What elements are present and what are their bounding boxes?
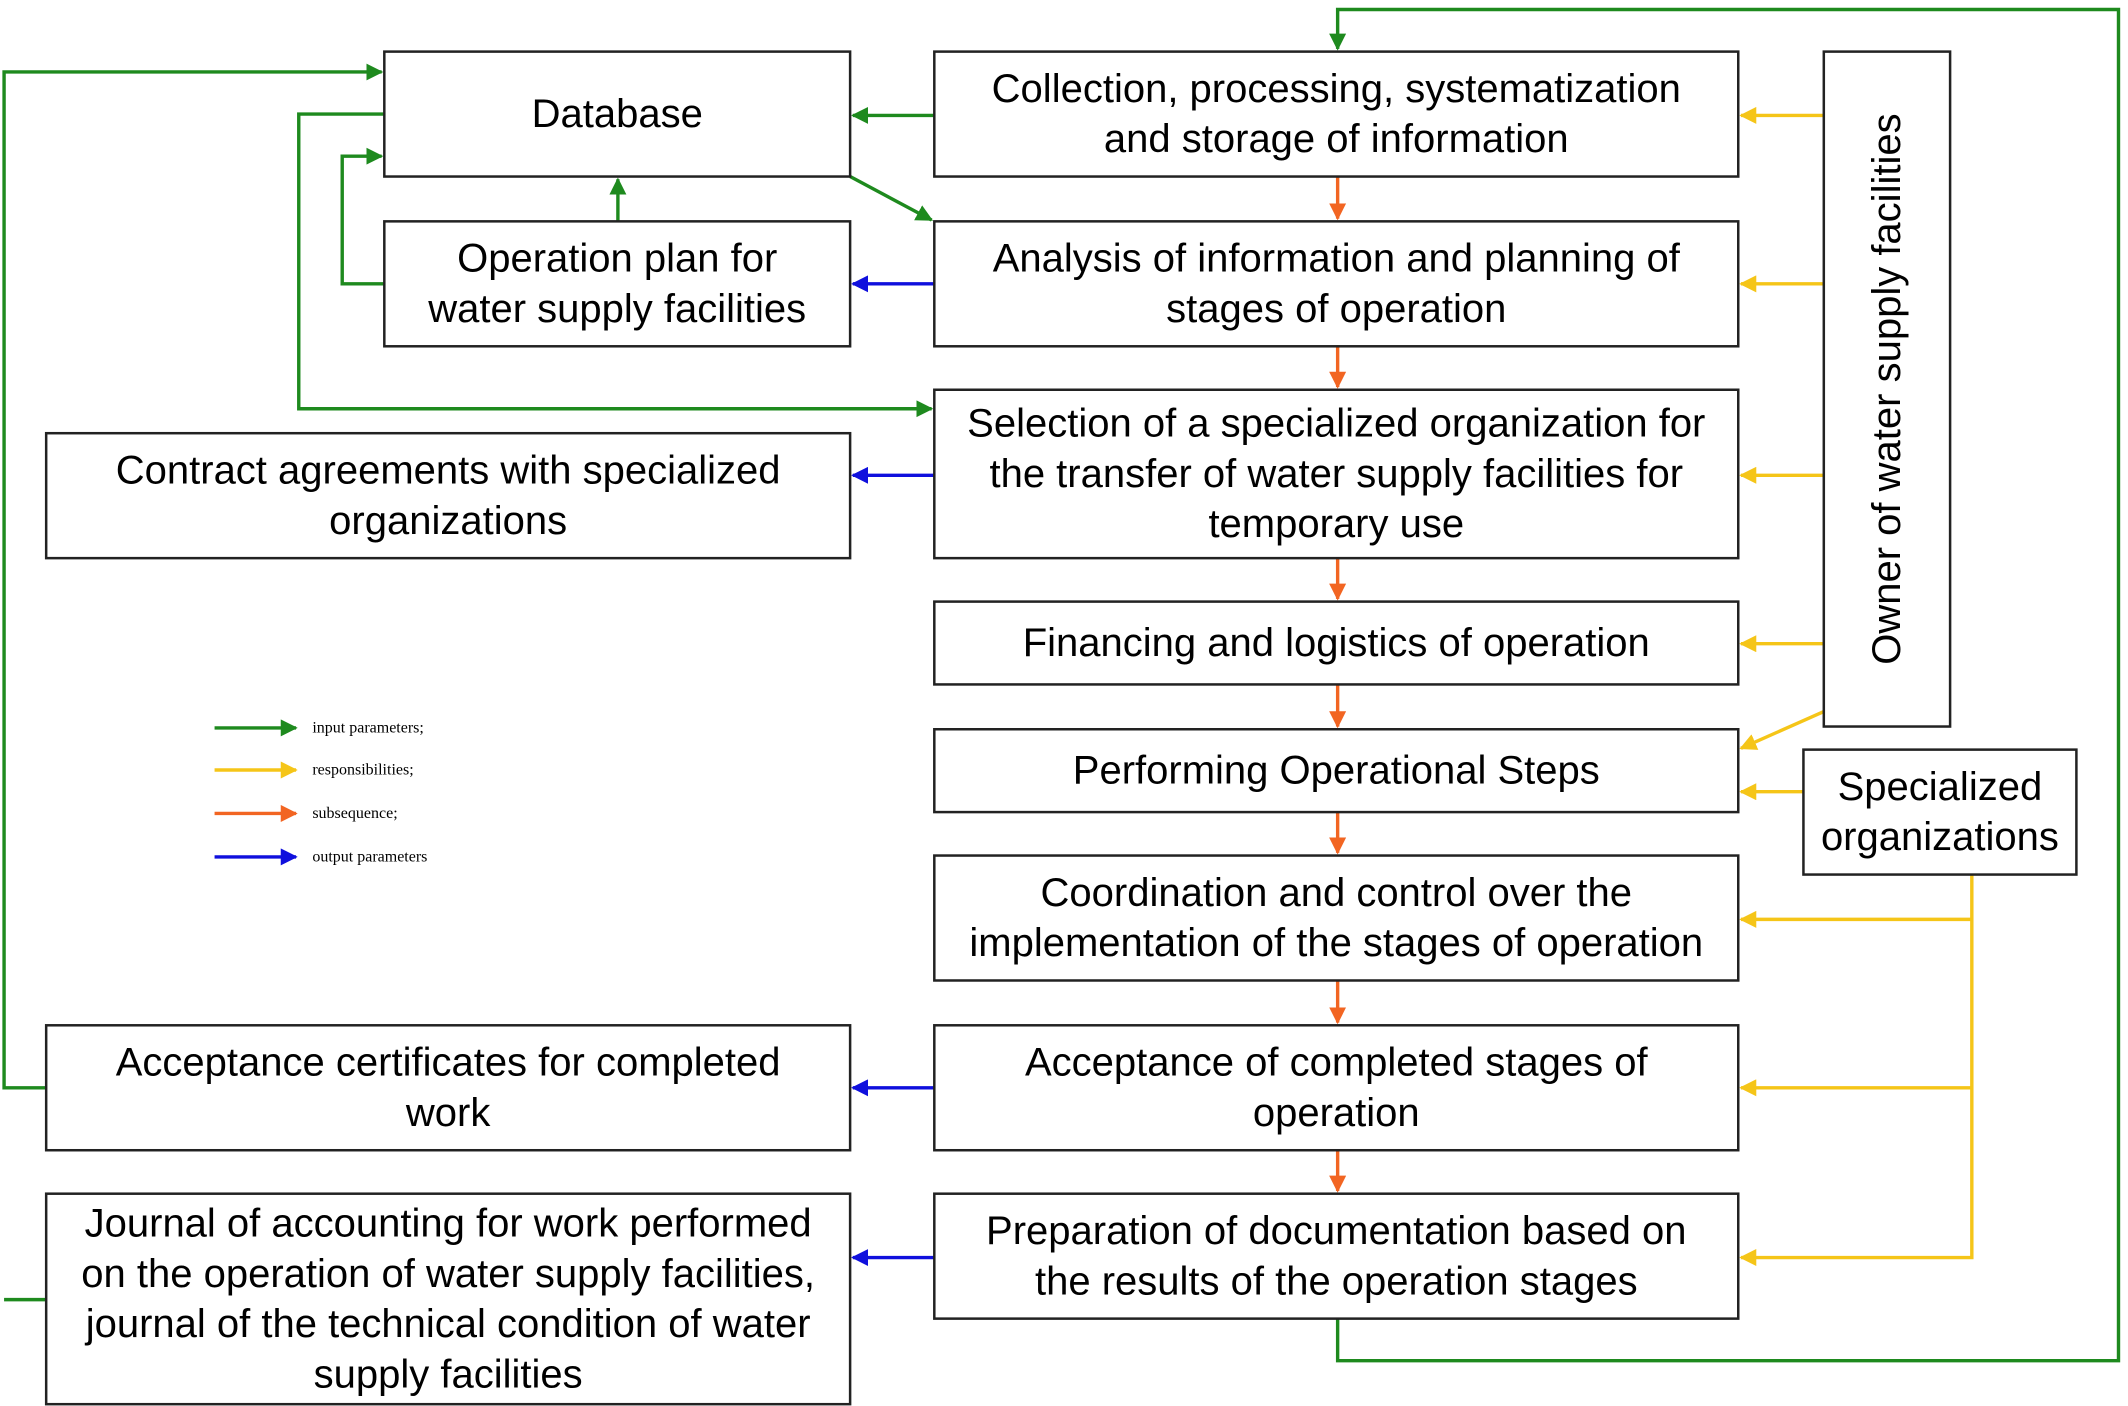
node-layer: Database Collection, processing, systemat… [44, 50, 2078, 1406]
legend-input-label: input parameters; [312, 719, 424, 736]
performing-box: Performing Operational Steps [933, 728, 1740, 814]
selection-box: Selection of a specialized organization … [933, 388, 1740, 560]
legend-subsequence-label: subsequence; [312, 805, 397, 822]
coordination-label-line: implementation of the stages of operatio… [969, 921, 1703, 965]
database-label-line: Database [532, 92, 703, 136]
owner-label: Owner of water supply facilities [1865, 113, 1909, 664]
journal-label-line: supply facilities [314, 1352, 583, 1396]
legend-output-label: output parameters [312, 848, 427, 865]
database-box: Database [383, 50, 852, 178]
financing-label-line: Financing and logistics of operation [1023, 621, 1650, 665]
database-to-analysis-arrow [849, 175, 934, 222]
preparation-label-line: Preparation of documentation based on [986, 1209, 1687, 1253]
collection-label-line: Collection, processing, systematization [992, 67, 1681, 111]
journal-label-line: on the operation of water supply facilit… [81, 1252, 815, 1296]
operation-plan-label-line: Operation plan for [457, 237, 777, 281]
owner-to-performing-arrow [1739, 710, 1825, 750]
legend-item-responsibility: responsibilities; [214, 761, 414, 779]
coordination-box: Coordination and control over the impleme… [933, 854, 1740, 982]
acceptance-certificates-label-line: work [405, 1091, 491, 1135]
preparation-loop-to-collection-arrow [1329, 7, 2121, 1363]
contracts-label-line: organizations [329, 499, 567, 543]
contracts-box: Contract agreements with specialized orga… [44, 431, 852, 560]
operation-plan-box: Operation plan for water supply facilitie… [383, 220, 852, 348]
collection-box: Collection, processing, systematization a… [933, 50, 1740, 178]
legend-responsibility-label: responsibilities; [312, 761, 413, 778]
database-to-selection-arrow [297, 112, 934, 418]
legend-item-subsequence: subsequence; [214, 804, 398, 822]
selection-label-line: temporary use [1208, 502, 1464, 546]
acceptance-certificates-label-line: Acceptance certificates for completed [116, 1041, 781, 1085]
journal-box: Journal of accounting for work performed… [44, 1192, 852, 1406]
acceptance-stages-label-line: Acceptance of completed stages of [1025, 1041, 1648, 1085]
coordination-label-line: Coordination and control over the [1041, 871, 1632, 915]
acceptance-certificates-box: Acceptance certificates for completed wor… [44, 1024, 852, 1152]
operation-plan-label-line: water supply facilities [427, 287, 806, 331]
contracts-label-line: Contract agreements with specialized [116, 449, 781, 493]
collection-label-line: and storage of information [1104, 117, 1569, 161]
acceptance-stages-label-line: operation [1253, 1091, 1420, 1135]
certificates-to-database-arrow [2, 63, 384, 1090]
legend-item-output: output parameters [214, 848, 427, 866]
connector-layer [2, 7, 2121, 1363]
selection-label-line: the transfer of water supply facilities … [989, 452, 1683, 496]
legend-item-input: input parameters; [214, 719, 424, 737]
specialized-orgs-label-line: organizations [1821, 815, 2059, 859]
legend: input parameters; responsibilities; subseq… [214, 719, 427, 866]
selection-label-line: Selection of a specialized organization … [967, 402, 1705, 446]
journal-label-line: Journal of accounting for work performed [85, 1202, 812, 1246]
analysis-label-line: stages of operation [1166, 287, 1506, 331]
analysis-box: Analysis of information and planning of s… [933, 220, 1740, 348]
performing-label-line: Performing Operational Steps [1073, 749, 1600, 793]
analysis-label-line: Analysis of information and planning of [993, 237, 1681, 281]
preparation-box: Preparation of documentation based on the… [933, 1192, 1740, 1320]
preparation-label-line: the results of the operation stages [1035, 1259, 1638, 1303]
specialized-orgs-label-line: Specialized [1838, 765, 2043, 809]
owner-box: Owner of water supply facilities [1822, 50, 1952, 728]
specialized-orgs-box: Specialized organizations [1802, 748, 2078, 876]
operation-plan-feedback-arrow [340, 147, 385, 286]
financing-box: Financing and logistics of operation [933, 600, 1740, 686]
journal-label-line: journal of the technical condition of wa… [85, 1302, 811, 1346]
acceptance-stages-box: Acceptance of completed stages of operati… [933, 1024, 1740, 1152]
specialized-to-preparation-arrow [1739, 874, 1974, 1267]
